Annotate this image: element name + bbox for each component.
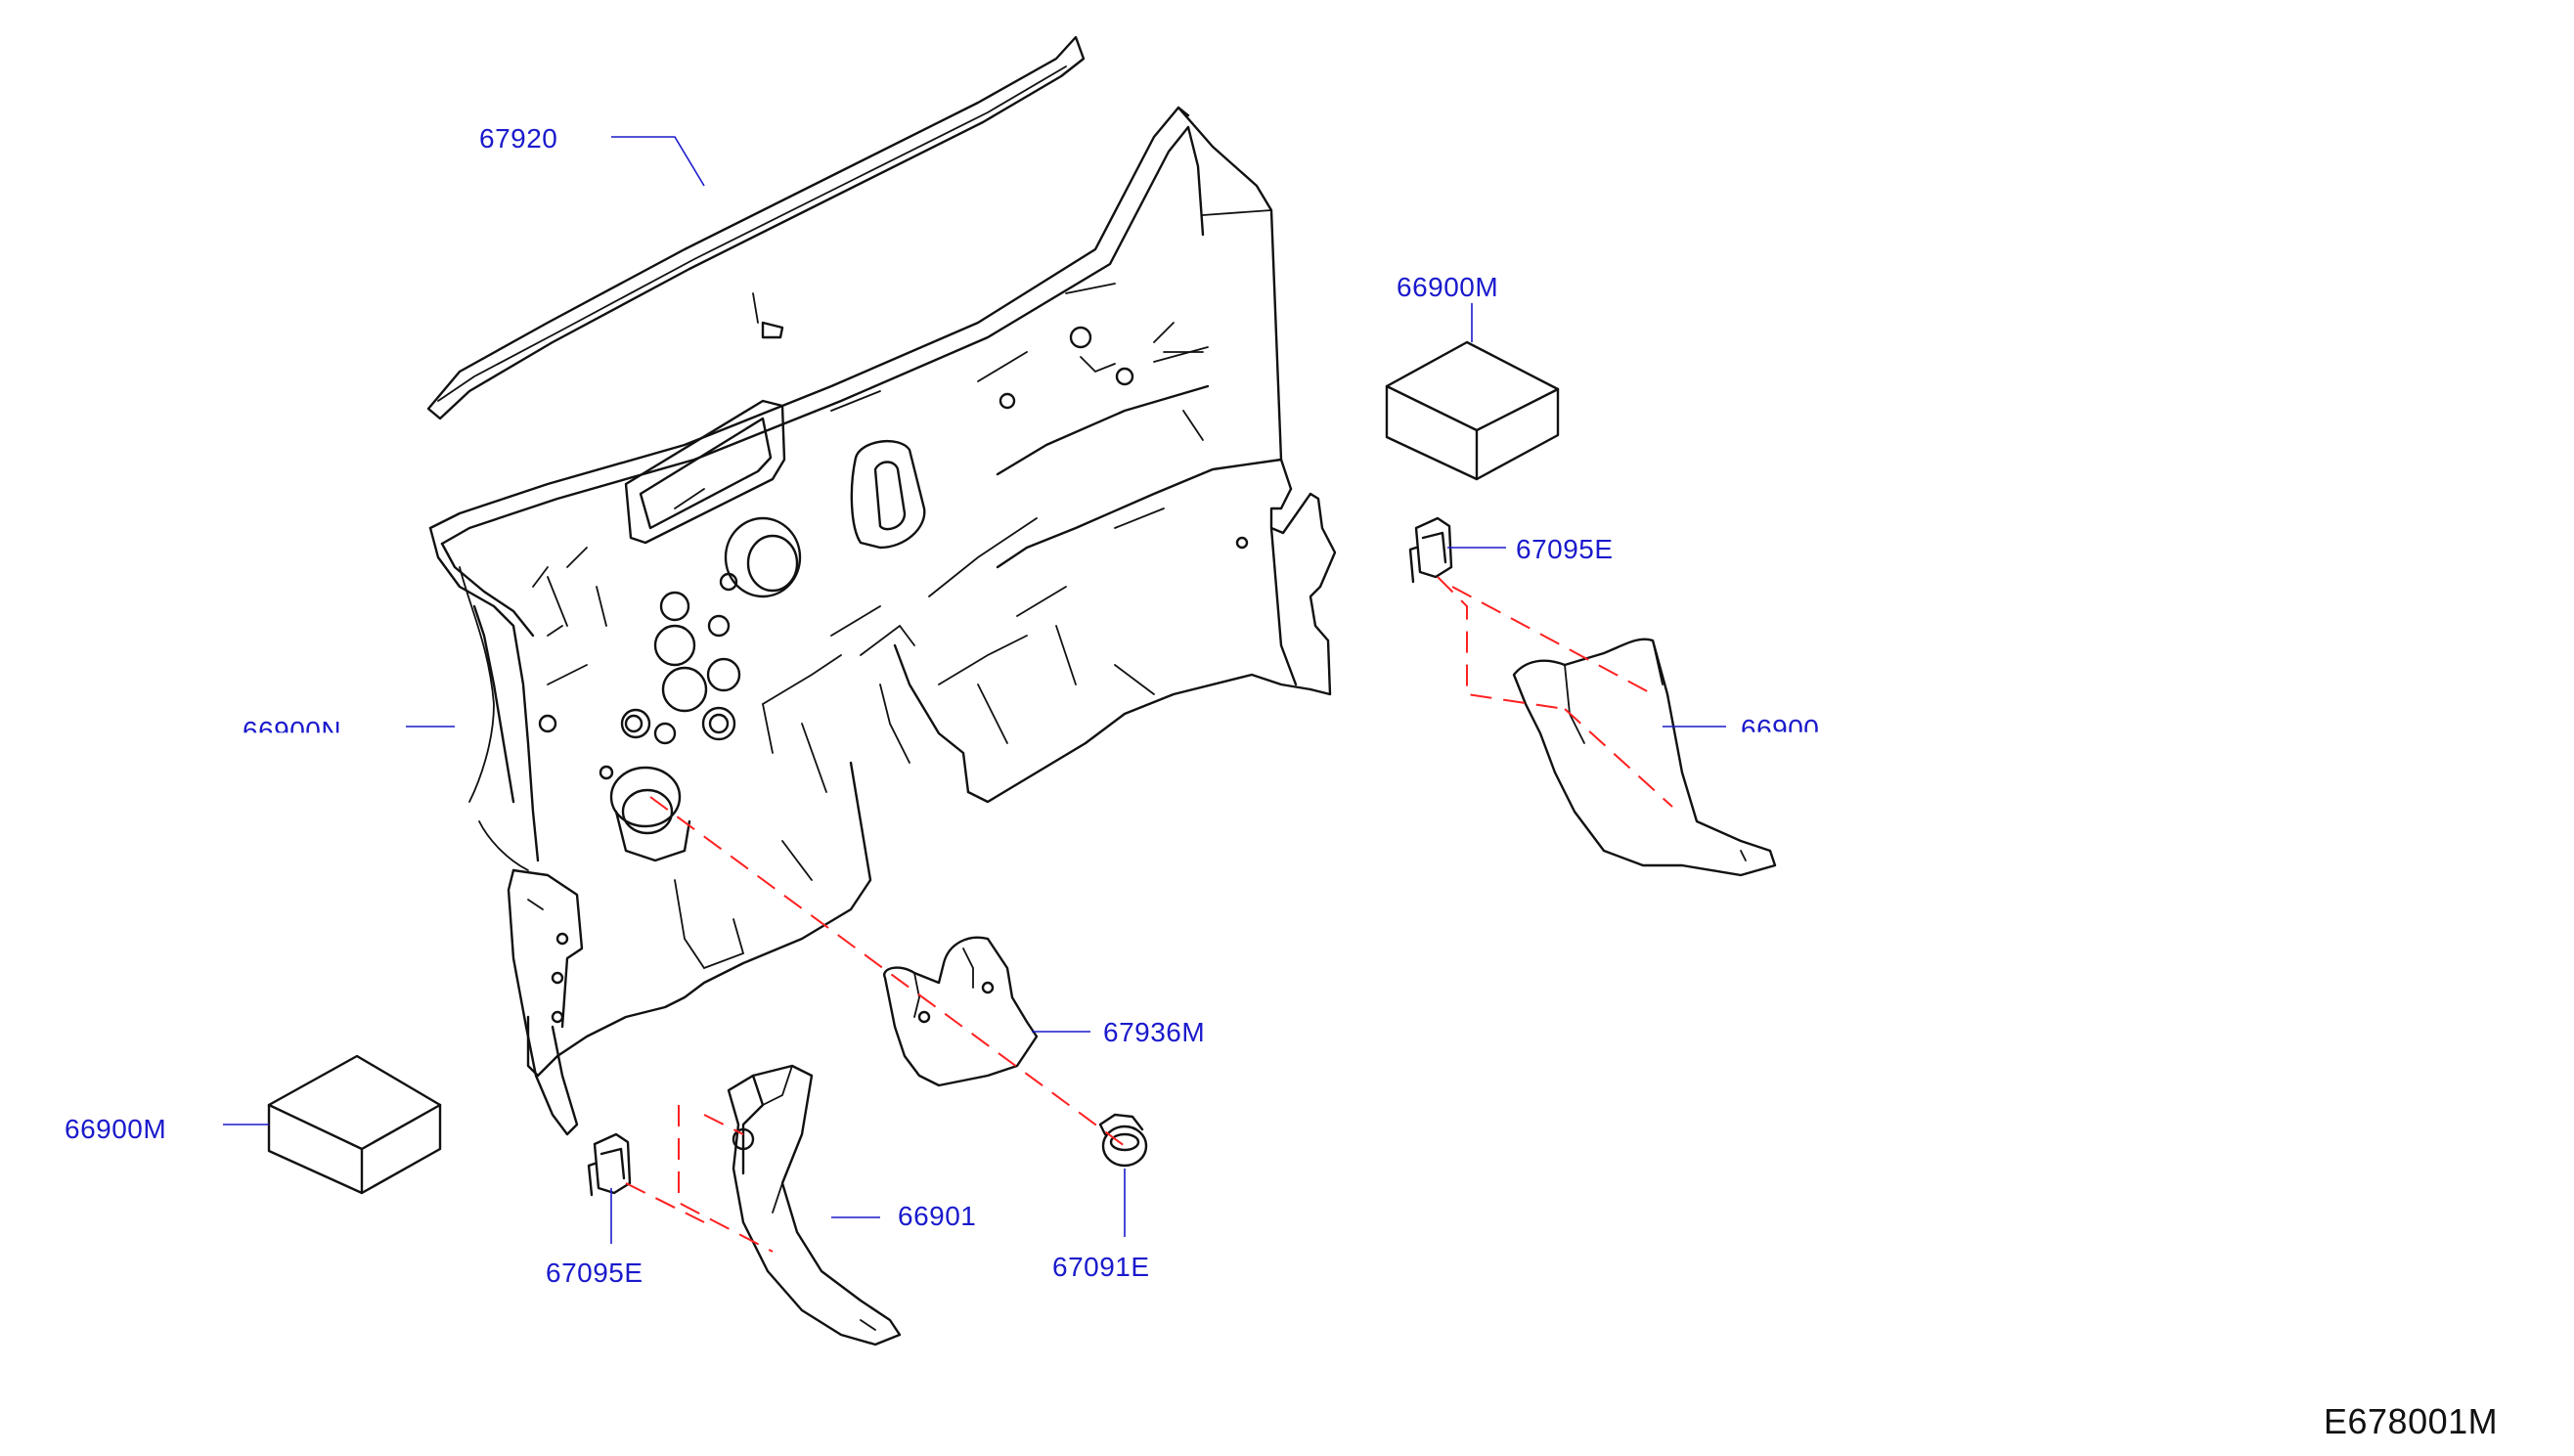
label-clip-upper-right: 67095E [1516,534,1614,564]
insulator-66900-right [1512,638,1777,877]
label-clip-grommet: 67091E [1052,1252,1150,1282]
label-clip-lower-left: 67095E [546,1257,644,1288]
insulator-66901 [727,1064,902,1346]
label-pad-upper-right: 66900M [1397,272,1499,302]
clip-67095E-lower [587,1132,632,1197]
label-weatherstrip: 67920 [479,123,558,154]
label-pad-lower-left: 66900M [65,1114,167,1144]
label-grommet-bracket: 67936M [1103,1017,1206,1047]
label-insulator-right: 66900 [1741,714,1820,744]
insulator-66900N [459,566,529,871]
bracket-67936M [883,936,1039,1087]
assembly-lines [625,576,1673,1253]
clip-67095E-upper [1408,516,1453,584]
label-insulator-left-side: 66900N [243,716,342,746]
dash-panel [428,106,1337,1136]
label-insulator-lower: 66901 [898,1201,977,1231]
pad-66900M-upper [1385,340,1560,481]
weatherstrip-67920 [426,35,1086,420]
pad-66900M-lower [267,1054,442,1195]
diagram-reference-code: E678001M [2324,1401,2499,1441]
clip-67091E [1098,1113,1148,1168]
leader-lines [223,136,1726,1244]
